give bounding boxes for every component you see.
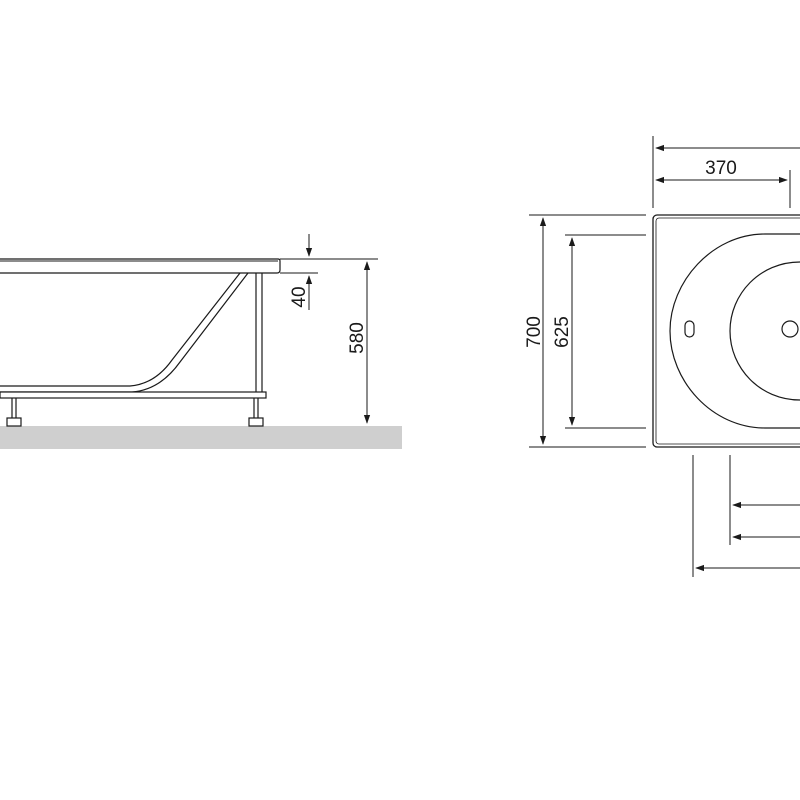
dim-outer-width-label: 700 [524, 316, 545, 348]
dim-rim-label: 40 [289, 286, 310, 307]
drain-icon [781, 320, 799, 338]
tub-outline [652, 214, 800, 448]
basin-inner [669, 233, 800, 429]
frame-base-rail [0, 391, 267, 399]
tub-rim [0, 258, 281, 274]
tub-leg-left [6, 398, 22, 427]
floor [0, 426, 402, 449]
dim-drain-offset-label: 370 [705, 158, 737, 179]
dim-height-label: 580 [347, 322, 368, 354]
basin-floor [729, 261, 800, 401]
top-view: 700 625 370 [524, 136, 800, 577]
side-view: 40 580 [0, 234, 402, 449]
tub-shell-inner [0, 272, 249, 393]
tub-outline-inner [655, 217, 800, 445]
overflow-icon [684, 320, 695, 338]
tub-shell [0, 272, 241, 387]
tub-leg-right [248, 398, 264, 427]
dim-inner-width-label: 625 [552, 316, 573, 348]
